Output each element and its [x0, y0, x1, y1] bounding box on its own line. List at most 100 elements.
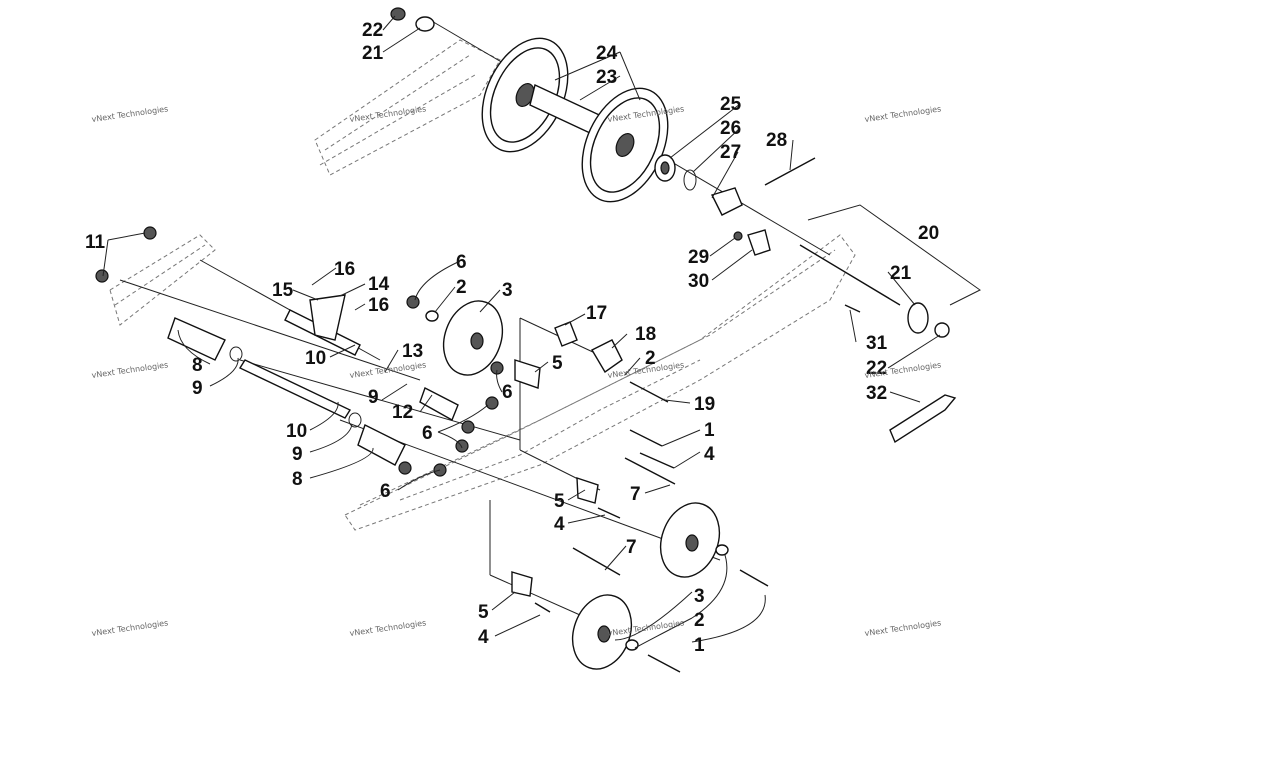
bracket-18 — [591, 339, 623, 374]
callout-16-top: 16 — [334, 259, 355, 280]
watermark-12: vNext Technologies — [864, 618, 942, 638]
callout-20: 20 — [918, 223, 939, 244]
bolt-1-lower-right — [715, 544, 769, 587]
callout-26: 26 — [720, 118, 741, 139]
callout-31: 31 — [866, 333, 888, 354]
wheel-3-center — [442, 300, 504, 376]
callout-6-middle: 6 — [422, 423, 433, 444]
callout-16-bottom: 16 — [368, 295, 389, 316]
washer-9-upper — [229, 346, 243, 362]
watermark-6: vNext Technologies — [349, 360, 427, 380]
idler-wheel-top-right — [581, 87, 669, 203]
callout-4-lower: 4 — [478, 627, 489, 648]
washer-9-lower — [348, 412, 362, 428]
callout-29: 29 — [688, 247, 709, 268]
spacer-8-upper — [167, 317, 226, 361]
bracket-5-mid — [576, 477, 599, 504]
bracket-5-lower — [511, 571, 533, 597]
callout-10-top: 10 — [305, 348, 326, 369]
callout-6-top: 6 — [456, 252, 467, 273]
callout-9-center: 9 — [368, 387, 379, 408]
watermark-1: vNext Technologies — [91, 104, 169, 124]
snap-ring-26 — [683, 169, 697, 191]
callout-6-bottom: 6 — [380, 481, 391, 502]
washer-2-center — [425, 310, 439, 322]
callout-5-mid: 5 — [554, 491, 565, 512]
nuts-11 — [95, 226, 157, 283]
callout-9-bottom: 9 — [292, 444, 303, 465]
callout-14: 14 — [368, 274, 390, 295]
spacer-8-lower — [357, 424, 406, 466]
arm-14-15 — [309, 294, 346, 341]
bolt-31 — [844, 304, 861, 313]
watermark-5: vNext Technologies — [91, 360, 169, 380]
callout-22-top: 22 — [362, 20, 383, 41]
callout-12: 12 — [392, 402, 413, 423]
callout-28: 28 — [766, 130, 787, 151]
callout-15: 15 — [272, 280, 294, 301]
leader-lines — [102, 15, 941, 649]
callout-7-bottom: 7 — [626, 537, 637, 558]
callout-32: 32 — [866, 383, 887, 404]
callout-21-right: 21 — [890, 263, 912, 284]
idler-wheel-top-left — [481, 37, 569, 153]
callout-13: 13 — [402, 341, 423, 362]
bolts-1-4-7-right — [624, 429, 676, 485]
watermark-4: vNext Technologies — [864, 104, 942, 124]
callout-10-bottom: 10 — [286, 421, 307, 442]
left-rail-outline — [109, 234, 216, 326]
bracket-5-center — [514, 359, 541, 389]
watermark-2: vNext Technologies — [349, 104, 427, 124]
callout-19: 19 — [694, 394, 715, 415]
callout-8-top: 8 — [192, 355, 203, 376]
axle-lines — [119, 19, 981, 616]
callout-1-top: 1 — [704, 420, 715, 441]
bolt-4-mid — [597, 507, 621, 519]
callout-17: 17 — [586, 303, 607, 324]
callout-8-bottom: 8 — [292, 469, 303, 490]
callout-5-lower: 5 — [478, 602, 489, 623]
block-30 — [747, 229, 771, 256]
bracket-32 — [889, 394, 957, 444]
callout-11: 11 — [85, 232, 106, 253]
callout-4-mid: 4 — [554, 514, 565, 535]
callout-25: 25 — [720, 94, 742, 115]
axle-20 — [799, 244, 950, 338]
watermark-9: vNext Technologies — [91, 618, 169, 638]
shaft-10-lower — [238, 359, 352, 419]
main-rail-outline — [344, 234, 856, 531]
callout-18: 18 — [635, 324, 656, 345]
adjuster-bolt-28 — [764, 157, 816, 186]
upper-rail-outline — [314, 39, 501, 176]
spacer-12 — [419, 387, 459, 422]
callout-5-center: 5 — [552, 353, 563, 374]
callout-21-top: 21 — [362, 43, 384, 64]
callout-24: 24 — [596, 43, 618, 64]
callout-2-center: 2 — [645, 348, 656, 369]
bearing-25 — [654, 154, 676, 182]
callout-27: 27 — [720, 142, 741, 163]
wheel-3-lower-right — [659, 502, 721, 578]
bolt-7-lower — [572, 547, 621, 576]
callout-1-bottom: 1 — [694, 635, 705, 656]
nuts-6 — [398, 295, 504, 477]
nut-29 — [733, 231, 743, 241]
callout-4-top: 4 — [704, 444, 715, 465]
callout-6-center: 6 — [502, 382, 513, 403]
callout-22-right: 22 — [866, 358, 887, 379]
washer-21-top — [415, 16, 435, 32]
callout-3-bottom: 3 — [694, 586, 705, 607]
callout-2-bottom: 2 — [694, 610, 705, 631]
watermark-10: vNext Technologies — [349, 618, 427, 638]
callout-3-top: 3 — [502, 280, 513, 301]
callout-23: 23 — [596, 67, 617, 88]
callout-2-top: 2 — [456, 277, 467, 298]
callouts: 22 21 24 23 25 26 27 28 11 20 29 30 21 6… — [85, 20, 939, 656]
bolt-19 — [629, 381, 669, 403]
wheel-3-lower-left — [571, 594, 633, 670]
bolt-4-lower — [534, 602, 551, 613]
spacer-17 — [554, 321, 578, 347]
callout-30: 30 — [688, 271, 709, 292]
callout-9-top: 9 — [192, 378, 203, 399]
